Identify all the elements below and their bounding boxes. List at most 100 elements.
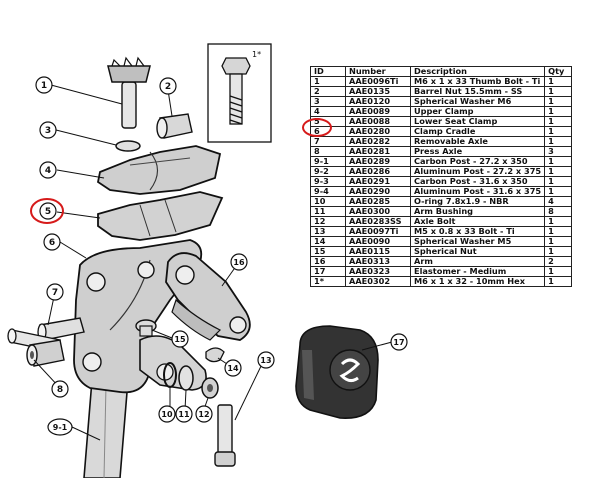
cell-qty: 1 [544, 126, 573, 137]
cell-id: 17 [310, 266, 346, 277]
cell-qty: 1 [544, 246, 573, 257]
cell-description: Carbon Post - 31.6 x 350 [409, 176, 546, 187]
svg-text:5: 5 [45, 207, 51, 217]
cell-description: M5 x 0.8 x 33 Bolt - Ti [409, 226, 546, 237]
svg-text:2: 2 [165, 82, 171, 92]
callout-17: 17 [390, 333, 408, 351]
cell-qty: 1 [544, 96, 573, 107]
axle-bolt [135, 319, 157, 337]
cell-qty: 1 [544, 226, 573, 237]
upper-clamp [96, 145, 222, 195]
svg-text:14: 14 [227, 364, 239, 373]
svg-text:7: 7 [52, 288, 58, 298]
cell-qty: 1 [544, 86, 573, 97]
elastomer [205, 347, 225, 363]
cell-id: 9-2 [310, 166, 346, 177]
lower-seat-clamp [97, 191, 224, 241]
callout-1: 1 [35, 76, 53, 94]
cell-id: 12 [310, 216, 346, 227]
cell-id: 4 [310, 106, 346, 117]
arm-bushing [26, 339, 65, 367]
m5-bolt [214, 404, 236, 467]
cell-qty: 1 [544, 76, 573, 87]
cell-number: AAE0090 [345, 236, 411, 247]
cell-number: AAE0120 [345, 96, 411, 107]
cell-id: 13 [310, 226, 346, 237]
svg-text:8: 8 [57, 385, 63, 395]
cell-description: Press Axle [409, 146, 546, 157]
cell-number: AAE0285 [345, 196, 411, 207]
cell-number: AAE0115 [345, 246, 411, 257]
cell-id: 14 [310, 236, 346, 247]
cell-id: 11 [310, 206, 346, 217]
cell-description: O-ring 7.8x1.9 - NBR [409, 196, 546, 207]
svg-text:10: 10 [161, 410, 173, 419]
cell-description: Lower Seat Clamp [409, 116, 546, 127]
cell-id: 1* [310, 276, 346, 287]
callout-4: 4 [39, 161, 57, 179]
cell-description: M6 x 1 x 33 Thumb Bolt - Ti [409, 76, 546, 87]
cell-number: AAE0290 [345, 186, 411, 197]
cell-id: 10 [310, 196, 346, 207]
spherical-washer-m5 [178, 365, 194, 391]
cell-description: Arm [409, 256, 546, 267]
col-header-number: Number [345, 66, 411, 77]
cell-qty: 1 [544, 266, 573, 277]
cell-qty: 1 [544, 166, 573, 177]
cell-number: AAE0280 [345, 126, 411, 137]
col-header-id: ID [310, 66, 346, 77]
cell-number: AAE0283SS [345, 216, 411, 227]
cell-number: AAE0097Ti [345, 226, 411, 237]
cell-id: 8 [310, 146, 346, 157]
cell-number: AAE0089 [345, 106, 411, 117]
cell-number: AAE0302 [345, 276, 411, 287]
svg-text:11: 11 [178, 410, 190, 419]
cell-id: 2 [310, 86, 346, 97]
highlight-ring-row-5 [302, 118, 332, 137]
cell-description: Barrel Nut 15.5mm - SS [409, 86, 546, 97]
cell-id: 9-3 [310, 176, 346, 187]
callout-14: 14 [224, 359, 242, 377]
cell-description: M6 x 1 x 32 - 10mm Hex [409, 276, 546, 287]
cell-description: Spherical Nut [409, 246, 546, 257]
callout-9-1: 9-1 [47, 418, 73, 436]
cell-description: Arm Bushing [409, 206, 546, 217]
cell-id: 7 [310, 136, 346, 147]
cell-number: AAE0096Ti [345, 76, 411, 87]
callout-15: 15 [171, 330, 189, 348]
cell-qty: 2 [544, 256, 573, 267]
cell-description: Axle Bolt [409, 216, 546, 227]
spherical-nut [201, 377, 219, 399]
cell-description: Carbon Post - 27.2 x 350 [409, 156, 546, 167]
svg-text:12: 12 [198, 410, 209, 419]
callout-11: 11 [175, 405, 193, 423]
cell-qty: 1 [544, 106, 573, 117]
svg-text:6: 6 [49, 238, 55, 248]
svg-text:13: 13 [260, 356, 271, 365]
table-header-row: ID Number Description Qty [310, 66, 573, 77]
svg-text:17: 17 [393, 338, 404, 347]
cell-id: 9-1 [310, 156, 346, 167]
cell-qty: 1 [544, 236, 573, 247]
col-header-description: Description [409, 66, 546, 77]
highlight-ring-callout-5 [30, 198, 64, 224]
cell-number: AAE0135 [345, 86, 411, 97]
cell-qty: 1 [544, 216, 573, 227]
cell-number: AAE0286 [345, 166, 411, 177]
callout-16: 16 [230, 253, 248, 271]
cell-qty: 8 [544, 206, 573, 217]
